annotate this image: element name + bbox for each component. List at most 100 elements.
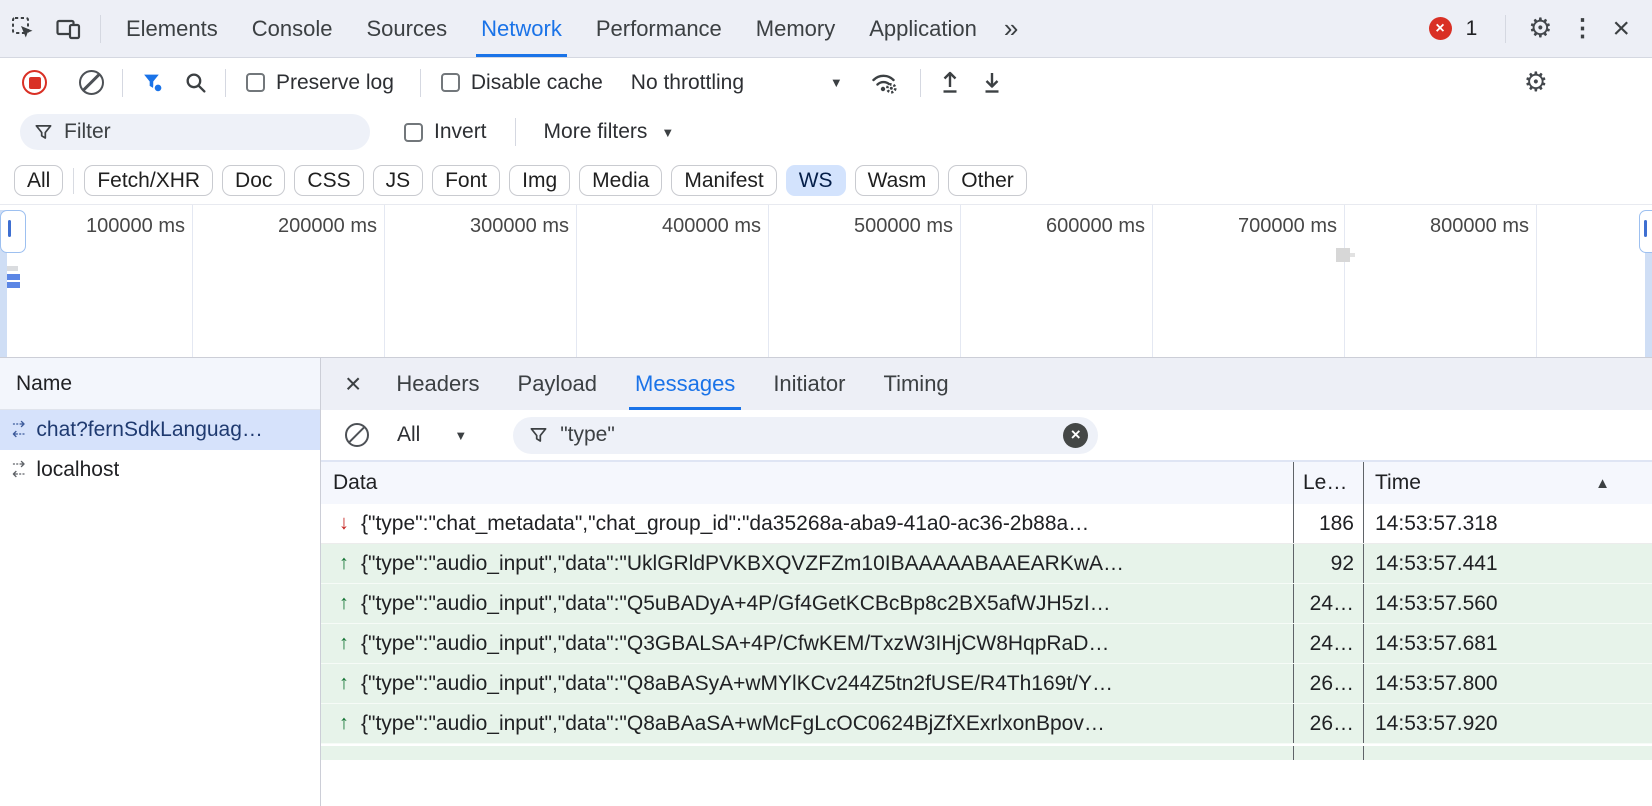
overview-left-drag-handle[interactable] (0, 210, 26, 253)
overview-request-bar (3, 266, 18, 271)
kebab-menu-icon[interactable]: ⋮ (1570, 15, 1595, 42)
tab-timing[interactable]: Timing (864, 358, 967, 410)
column-header-data[interactable]: Data (333, 471, 378, 494)
message-row[interactable]: ↑{"type":"audio_input","data":"Q3GBALSA+… (321, 624, 1652, 664)
toolbar-divider (100, 14, 101, 43)
filter-input[interactable]: Filter (20, 114, 370, 150)
messages-grid: Data Le… Time ▲ ↓{"type":"chat_metadata"… (321, 460, 1652, 806)
export-har-button[interactable] (981, 70, 1003, 95)
search-button[interactable] (184, 71, 207, 94)
clear-network-log-button[interactable] (79, 70, 104, 95)
chip-ws[interactable]: WS (785, 165, 846, 196)
message-length: 92 (1293, 544, 1363, 583)
filter-toggle-button[interactable] (141, 71, 164, 94)
request-row-chat[interactable]: ⇢⇠ chat?fernSdkLanguag… (0, 410, 320, 450)
message-type-filter-value[interactable]: All (397, 423, 421, 446)
device-toolbar-button[interactable] (46, 0, 92, 57)
overview-request-block (1336, 248, 1355, 262)
search-icon (186, 73, 206, 93)
network-conditions-button[interactable] (869, 70, 900, 96)
tab-memory[interactable]: Memory (739, 0, 852, 57)
tab-initiator[interactable]: Initiator (754, 358, 864, 410)
message-data: {"type":"audio_input","data":"UklGRldPVK… (361, 551, 1125, 575)
more-filters-dropdown[interactable]: More filters ▼ (544, 120, 675, 144)
disable-cache-checkbox[interactable] (440, 73, 460, 92)
tab-label: Messages (635, 371, 736, 396)
message-row[interactable]: ↑{"type":"audio_input","data":"Q8aBAaSA+… (321, 704, 1652, 744)
chip-other[interactable]: Other (948, 165, 1027, 196)
tab-performance[interactable]: Performance (579, 0, 739, 57)
chip-doc[interactable]: Doc (222, 165, 286, 196)
tab-label: Initiator (773, 371, 846, 396)
timeline-tick: 600000 ms (961, 205, 1153, 357)
message-row[interactable]: ↑ {"type":"audio_input","data":"UklGRldPV… (321, 544, 1652, 584)
tab-console[interactable]: Console (235, 0, 350, 57)
message-time: 14:53:57.681 (1363, 624, 1652, 663)
tab-label: Payload (517, 371, 598, 396)
column-header-label: Time (1375, 471, 1421, 494)
error-x-icon: × (1435, 19, 1445, 37)
tab-payload[interactable]: Payload (499, 358, 617, 410)
preserve-log-checkbox[interactable] (246, 73, 265, 92)
invert-checkbox[interactable] (404, 122, 423, 142)
inspect-element-button[interactable] (0, 0, 46, 57)
tab-application[interactable]: Application (852, 0, 994, 57)
toolbar-divider (919, 68, 921, 97)
chip-manifest[interactable]: Manifest (671, 165, 777, 196)
tab-sources[interactable]: Sources (349, 0, 464, 57)
chip-js[interactable]: JS (372, 165, 424, 196)
clear-filter-button[interactable]: × (1063, 422, 1089, 448)
tab-label: Console (251, 15, 333, 41)
record-network-log-button[interactable] (22, 70, 47, 95)
import-har-button[interactable] (939, 70, 961, 95)
tab-network[interactable]: Network (464, 0, 579, 57)
close-devtools-icon[interactable]: × (1612, 11, 1630, 45)
message-row[interactable]: ↑{"type":"audio_input","data":"Q5uBADyA+… (321, 584, 1652, 624)
tab-elements[interactable]: Elements (109, 0, 235, 57)
tab-headers[interactable]: Headers (377, 358, 498, 410)
close-details-icon[interactable]: × (345, 368, 362, 399)
tab-messages[interactable]: Messages (616, 358, 754, 410)
network-toolbar: Preserve log Disable cache No throttling… (0, 58, 1652, 107)
sent-arrow-icon: ↑ (339, 592, 349, 614)
message-data: {"type":"audio_input","data":"Q8aBASyA+w… (361, 671, 1114, 695)
messages-filter-input[interactable]: "type" × (513, 416, 1099, 454)
chip-font[interactable]: Font (432, 165, 501, 196)
chip-img[interactable]: Img (509, 165, 571, 196)
chevron-down-icon: ▼ (661, 124, 675, 140)
devtools-tabbar: Elements Console Sources Network Perform… (0, 0, 1652, 58)
chip-wasm[interactable]: Wasm (854, 165, 940, 196)
message-data: {"type":"audio_input","data":"Q8aBAaSA+w… (361, 711, 1105, 735)
tab-label: Elements (126, 15, 218, 41)
chip-divider (73, 167, 75, 194)
message-row[interactable]: ↓{"type":"chat_metadata","chat_group_id"… (321, 504, 1652, 544)
column-header-time[interactable]: Time ▲ (1363, 462, 1652, 504)
sent-arrow-icon: ↑ (339, 552, 349, 574)
upload-icon (943, 71, 957, 93)
clear-messages-button[interactable] (345, 423, 369, 447)
request-row-localhost[interactable]: ⇢⇠ localhost (0, 450, 320, 490)
settings-gear-icon[interactable]: ⚙ (1528, 13, 1553, 43)
message-length: 24… (1293, 584, 1363, 623)
overview-window-right-edge (1645, 210, 1652, 357)
chip-fetch-xhr[interactable]: Fetch/XHR (84, 165, 214, 196)
error-badge[interactable]: × (1428, 17, 1452, 40)
chevron-down-icon[interactable]: ▼ (454, 427, 468, 443)
chip-css[interactable]: CSS (294, 165, 364, 196)
message-data: {"type":"chat_metadata","chat_group_id":… (361, 511, 1090, 535)
name-column-header[interactable]: Name (0, 358, 320, 410)
overview-right-drag-handle[interactable] (1639, 210, 1652, 253)
inspect-icon (10, 15, 37, 42)
timeline-tick: 100000 ms (0, 205, 193, 357)
tab-label: Timing (883, 371, 949, 396)
funnel-outline-icon (35, 124, 52, 139)
chip-media[interactable]: Media (579, 165, 663, 196)
more-tabs-icon[interactable]: » (1003, 13, 1019, 43)
network-settings-gear-icon[interactable]: ⚙ (1523, 67, 1548, 97)
throttling-select[interactable]: No throttling ▼ (631, 71, 843, 95)
chip-all[interactable]: All (14, 165, 64, 196)
message-row[interactable]: ↑{"type":"audio_input","data":"Q8aBASyA+… (321, 664, 1652, 704)
invert-label: Invert (434, 120, 487, 143)
column-header-length[interactable]: Le… (1293, 462, 1363, 504)
error-count: 1 (1465, 16, 1478, 40)
